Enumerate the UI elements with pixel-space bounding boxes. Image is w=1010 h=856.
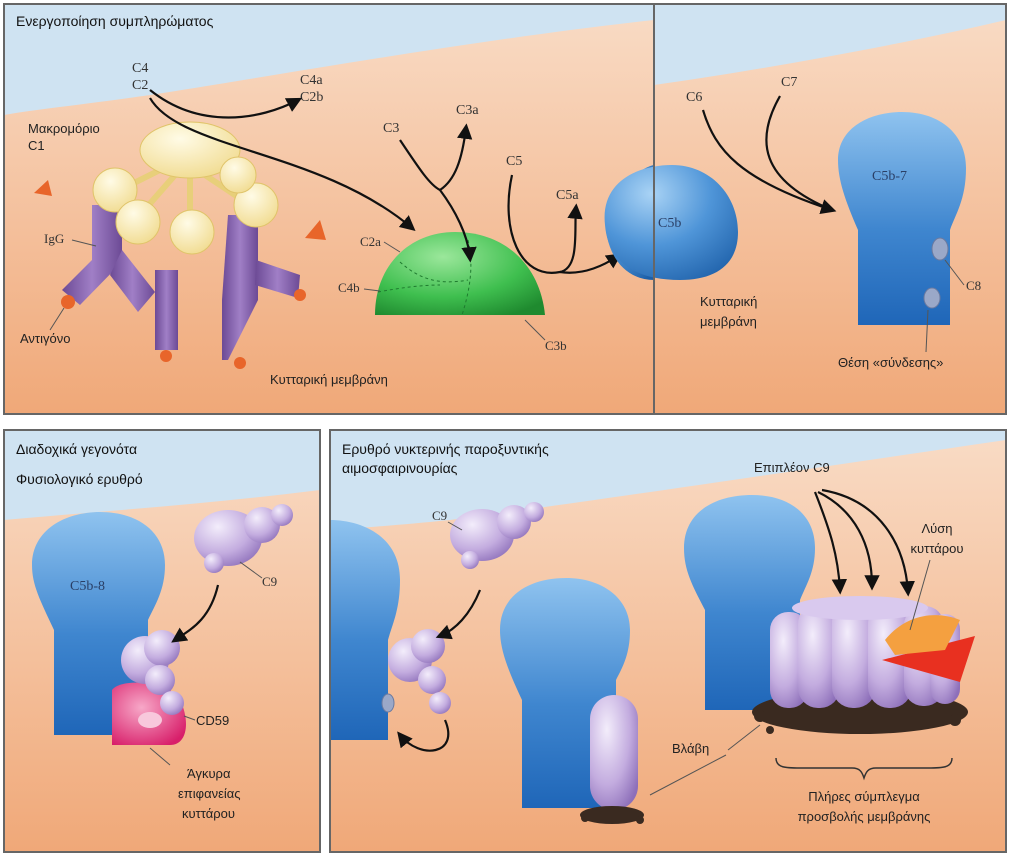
label-c5b7: C5b-7 xyxy=(872,169,907,184)
sky-area-pnh xyxy=(330,430,1006,530)
label-lesion: Βλάβη xyxy=(672,741,709,756)
c8-site-upper xyxy=(931,237,949,261)
c9-insertion xyxy=(590,695,638,810)
label-c9-normal: C9 xyxy=(262,574,277,589)
c9-free-pnh xyxy=(450,502,544,569)
label-antigen: Αντιγόνο xyxy=(20,331,70,346)
lysis-flash xyxy=(885,615,960,655)
arrow-c7 xyxy=(765,95,833,212)
igg-antibody-left xyxy=(61,205,178,362)
label-mac-line2: προσβολής μεμβράνης xyxy=(798,809,931,824)
c9-bound xyxy=(121,630,184,715)
label-membrane-1: Κυτταρική μεμβράνη xyxy=(270,372,388,387)
mac-brace xyxy=(775,757,953,781)
normal-title-line1: Διαδοχικά γεγονότα xyxy=(16,441,137,457)
sky-area-normal xyxy=(4,430,320,520)
label-c2a: C2a xyxy=(360,234,381,249)
mac-pore xyxy=(752,596,968,734)
label-anchor-line1: Άγκυρα xyxy=(187,766,231,781)
label-igg: IgG xyxy=(44,231,64,246)
panel-pnh: Ερυθρό νυκτερινής παροξυντικής αιμοσφαιρ… xyxy=(330,430,1006,852)
arrow-c5-to-c5a xyxy=(507,174,583,274)
label-c3b: C3b xyxy=(545,338,567,353)
arrow-c6 xyxy=(701,109,837,214)
c5b-protein xyxy=(604,165,738,280)
label-c1-line2: C1 xyxy=(28,138,45,153)
label-anchor-line2: επιφανείας xyxy=(178,786,241,801)
label-c5b8: C5b-8 xyxy=(70,579,105,594)
cd59-highlight xyxy=(138,712,162,728)
label-c5: C5 xyxy=(506,154,522,169)
label-lysis-line1: Λύση xyxy=(921,521,952,536)
arrow-c4c2-to-complex xyxy=(149,97,416,231)
label-membrane-2-line1: Κυτταρική xyxy=(700,294,757,309)
label-c3a: C3a xyxy=(456,103,479,118)
panel-activation: Ενεργοποίηση συμπληρώματος xyxy=(4,4,654,414)
label-c6: C6 xyxy=(686,90,702,105)
c5b7-protein xyxy=(838,112,966,325)
panel-mac: C5b C6 C7 C5b-7 C8 Κυτταρική μεμβράνη Θέ… xyxy=(604,4,1006,414)
arrow-c9-insert xyxy=(397,719,450,752)
c1-macromolecule xyxy=(92,121,279,255)
label-c5b: C5b xyxy=(658,216,681,231)
frame-bottom-right xyxy=(329,429,1007,853)
c9-free xyxy=(194,504,293,573)
activation-title: Ενεργοποίηση συμπληρώματος xyxy=(16,13,214,29)
arrow-c3-to-complex xyxy=(439,189,477,263)
label-c2b: C2b xyxy=(300,90,323,105)
pnh-title-line2: αιμοσφαιρινουρίας xyxy=(342,460,458,476)
c8-site-lower xyxy=(923,287,941,309)
arrow-c1-to-c4a xyxy=(149,89,303,119)
pnh-title-line1: Ερυθρό νυκτερινής παροξυντικής xyxy=(342,441,549,457)
label-c2: C2 xyxy=(132,78,148,93)
binding-site-left xyxy=(381,693,395,713)
igg-antibody-right xyxy=(222,215,306,369)
arrow-c9-to-c5b8 xyxy=(171,584,220,643)
label-binding-site: Θέση «σύνδεσης» xyxy=(838,355,943,370)
label-extra-c9: Επιπλέον C9 xyxy=(754,460,830,475)
sky-area-mac xyxy=(654,4,1006,85)
label-c3: C3 xyxy=(383,121,399,136)
label-c4b: C4b xyxy=(338,280,360,295)
label-c9-pnh: C9 xyxy=(432,508,447,523)
label-c4: C4 xyxy=(132,61,148,76)
label-c8: C8 xyxy=(966,278,981,293)
frame-top xyxy=(3,3,1007,415)
arrow-extra-c9-2 xyxy=(817,491,880,591)
label-c1-line1: Μακρομόριο xyxy=(28,121,100,136)
arrow-c5-to-c5b xyxy=(559,253,622,274)
antigen-shape xyxy=(305,220,326,240)
panel-normal: Διαδοχικά γεγονότα Φυσιολογικό ερυθρό C5… xyxy=(4,430,320,852)
label-c4a: C4a xyxy=(300,73,323,88)
normal-title-line2: Φυσιολογικό ερυθρό xyxy=(16,471,143,487)
label-membrane-2-line2: μεμβράνη xyxy=(700,314,757,329)
sky-area xyxy=(4,4,654,115)
label-lysis-line2: κυττάρου xyxy=(911,541,964,556)
label-cd59: CD59 xyxy=(196,713,229,728)
label-c7: C7 xyxy=(781,75,797,90)
frame-bottom-left xyxy=(3,429,321,853)
lesion-debris-small xyxy=(580,806,644,824)
arrow-extra-c9-3 xyxy=(821,488,915,597)
label-mac-line1: Πλήρες σύμπλεγμα xyxy=(808,789,920,804)
c5b8-left-partial xyxy=(330,520,400,740)
arrow-c9-approach xyxy=(435,589,482,640)
label-anchor-line3: κυττάρου xyxy=(182,806,235,821)
antigen-shape xyxy=(34,180,52,196)
arrow-extra-c9-1 xyxy=(813,491,848,595)
lysis-arrow-shape xyxy=(882,636,975,682)
label-c5a: C5a xyxy=(556,188,579,203)
